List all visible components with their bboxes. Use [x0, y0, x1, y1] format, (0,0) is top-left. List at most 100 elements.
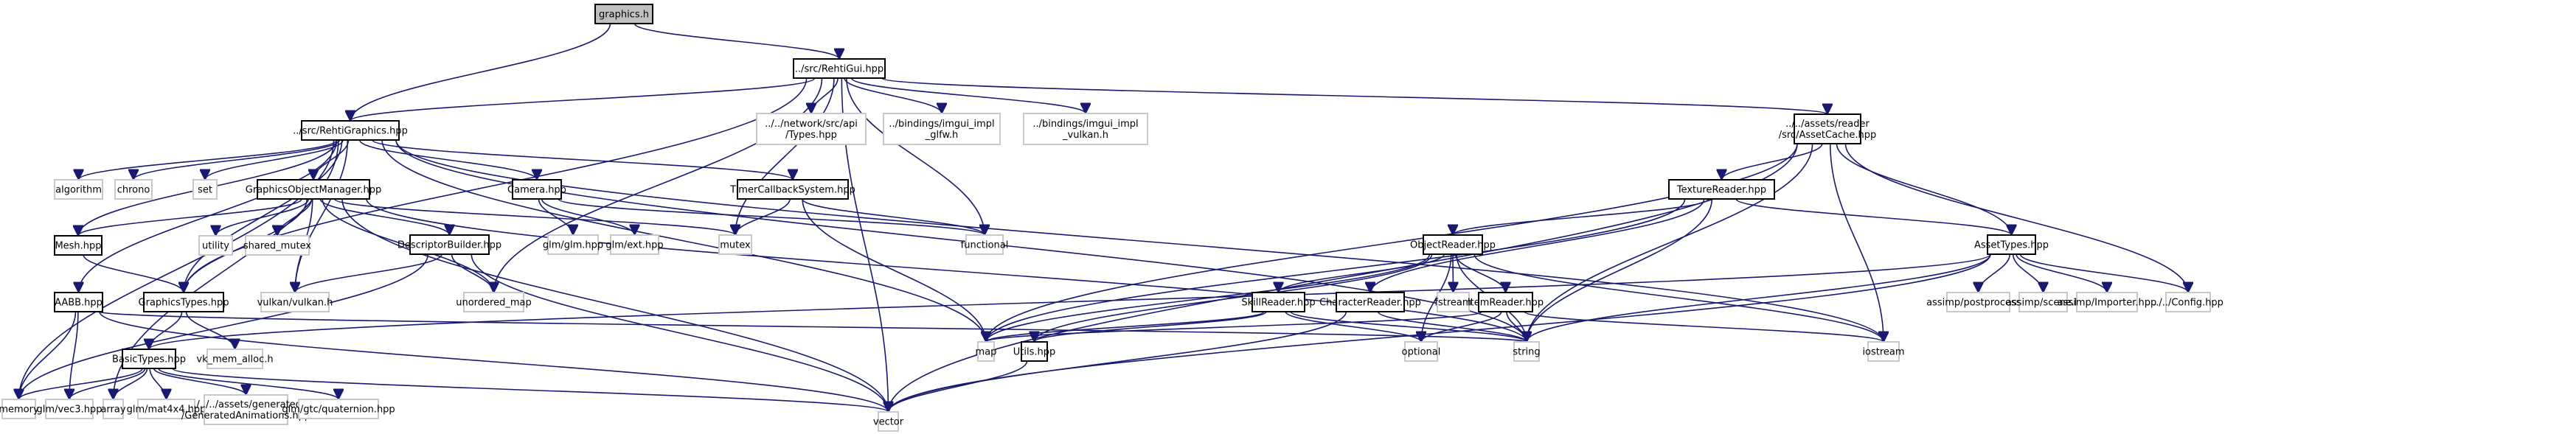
edge-gom-to-utility [216, 198, 310, 237]
node-box [1023, 113, 1148, 145]
edge-rehti-graphics-to-camera [358, 139, 537, 181]
node-character-reader[interactable]: CharacterReader.hpp [1319, 292, 1421, 312]
edge-asset-cache-to-vector [889, 143, 1798, 412]
node-timer[interactable]: TimerCallbackSystem.hpp [729, 179, 855, 200]
node-box [298, 399, 379, 419]
edge-gom-to-vector [341, 198, 889, 412]
node-assimp-importer: assimp/Importer.hpp [2058, 292, 2156, 312]
node-label: ../../assets/reader [1785, 119, 1869, 130]
edge-descriptor-builder-to-memory [19, 253, 429, 399]
edge-asset-cache-to-asset-types [1836, 143, 2011, 236]
edge-rehti-gui-to-asset-cache [881, 77, 1827, 115]
edge-skill-reader-to-map [986, 311, 1265, 343]
node-item-reader[interactable]: ItemReader.hpp [1468, 292, 1544, 312]
node-box [463, 292, 524, 312]
node-memory: memory [0, 399, 39, 419]
edge-asset-types-to-assimp-importer [2016, 253, 2107, 293]
node-vulkan: vulkan/vulkan.h [257, 292, 333, 312]
edge-object-reader-to-skill-reader [1279, 253, 1445, 293]
node-box [1513, 341, 1540, 362]
edge-asset-cache-to-iostream [1830, 143, 1884, 342]
node-box [756, 113, 867, 145]
edge-skill-reader-to-string [1290, 311, 1527, 343]
node-basic-types[interactable]: BasicTypes.hpp [112, 349, 186, 369]
edge-object-reader-to-optional [1421, 253, 1452, 342]
node-label: GraphicsObjectManager.hpp [246, 185, 381, 196]
node-utils[interactable]: Utils.hpp [1013, 341, 1055, 362]
edge-asset-types-to-assimp-scene [2012, 253, 2044, 293]
node-label: /src/AssetCache.hpp [1779, 130, 1877, 141]
node-set: set [192, 179, 218, 200]
edge-texture-reader-to-character-reader [1370, 198, 1705, 293]
edge-object-reader-to-iostream [1473, 253, 1884, 343]
node-glm-glm: glm/glm.hpp [543, 234, 603, 255]
edge-texture-reader-to-object-reader [1453, 198, 1709, 236]
edge-gom-to-mesh [78, 198, 302, 237]
node-graphics-types[interactable]: GraphicsTypes.hpp [139, 292, 229, 312]
node-mesh[interactable]: Mesh.hpp [54, 235, 103, 256]
node-label: vk_mem_alloc.h [196, 354, 273, 365]
node-box [114, 179, 153, 200]
node-camera[interactable]: Camera.hpp [507, 179, 566, 200]
edge-descriptor-builder-to-vulkan [295, 253, 442, 293]
edge-aabb-to-string [99, 311, 1527, 342]
node-imgui-vulkan: ../bindings/imgui_impl_vulkan.h [1023, 113, 1148, 145]
node-label: assimp/postprocess.h [1926, 298, 2030, 309]
node-glm-vec3: glm/vec3.hpp [37, 399, 102, 419]
node-label: glm/glm.hpp [543, 240, 603, 251]
node-label: ../bindings/imgui_impl [889, 119, 994, 130]
node-gom[interactable]: GraphicsObjectManager.hpp [246, 179, 381, 200]
edge-aabb-to-glm-vec3 [69, 311, 79, 399]
node-assimp-post: assimp/postprocess.h [1926, 292, 2030, 312]
edge-rehti-graphics-to-chrono [133, 139, 341, 181]
node-label: /GeneratedAnimations.hpp [181, 410, 310, 421]
node-rehti-graphics[interactable]: ../src/RehtiGraphics.hpp [293, 120, 408, 141]
edge-rehti-gui-to-unordered-map [494, 77, 823, 293]
node-box [137, 399, 195, 419]
edge-basic-types-to-glm-vec3 [69, 368, 146, 400]
edge-basic-types-to-glm-quat [158, 368, 339, 400]
node-skill-reader[interactable]: SkillReader.hpp [1241, 292, 1316, 312]
node-box [1251, 292, 1305, 312]
edge-rehti-gui-to-imgui-glfw [844, 77, 942, 114]
node-label: set [198, 185, 212, 196]
node-box [1794, 113, 1861, 144]
node-box [718, 234, 752, 255]
node-vk-mem-alloc: vk_mem_alloc.h [196, 349, 274, 369]
edge-asset-types-to-config [2019, 253, 2188, 293]
edge-asset-types-to-basic-types [149, 253, 1991, 350]
node-box [1021, 341, 1048, 362]
node-asset-types[interactable]: AssetTypes.hpp [1974, 234, 2049, 255]
edge-basic-types-to-glm-mat4 [149, 368, 166, 400]
edge-camera-to-glm-glm [538, 198, 573, 236]
node-box [977, 341, 995, 362]
node-label: ../bindings/imgui_impl [1032, 119, 1138, 130]
node-label: BasicTypes.hpp [112, 354, 186, 365]
edge-asset-types-to-assimp-post [1979, 253, 2011, 293]
node-box [793, 58, 886, 79]
edge-basic-types-to-memory [19, 368, 143, 400]
node-glm-mat4: glm/mat4x4.hpp [127, 399, 206, 419]
edge-gom-to-string [366, 198, 1527, 342]
edge-basic-types-to-vector [172, 368, 889, 413]
node-gen-anim: ../../../assets/generated/GeneratedAnima… [181, 394, 310, 425]
node-glm-ext: glm/ext.hpp [605, 234, 664, 255]
node-box [2076, 292, 2138, 312]
node-graphics-h[interactable]: graphics.h [594, 4, 653, 24]
node-texture-reader[interactable]: TextureReader.hpp [1668, 179, 1775, 200]
node-label: ObjectReader.hpp [1410, 240, 1496, 251]
edge-gom-to-shared-mutex [277, 198, 313, 237]
node-rehti-gui[interactable]: ../src/RehtiGui.hpp [793, 58, 886, 79]
edge-gom-to-mutex [333, 198, 735, 236]
node-assimp-scene: assimp/scene.h [2006, 292, 2080, 312]
node-object-reader[interactable]: ObjectReader.hpp [1410, 234, 1496, 255]
node-box [103, 399, 124, 419]
node-asset-cache[interactable]: ../../assets/reader/src/AssetCache.hpp [1779, 113, 1877, 144]
node-descriptor-builder[interactable]: DescriptorBuilder.hpp [397, 234, 501, 255]
node-vector: vector [873, 411, 904, 432]
edge-skill-reader-to-utils [1035, 311, 1267, 343]
node-label: ../../../assets/generated [190, 399, 302, 410]
node-box [204, 394, 288, 425]
node-aabb[interactable]: AABB.hpp [54, 292, 103, 312]
